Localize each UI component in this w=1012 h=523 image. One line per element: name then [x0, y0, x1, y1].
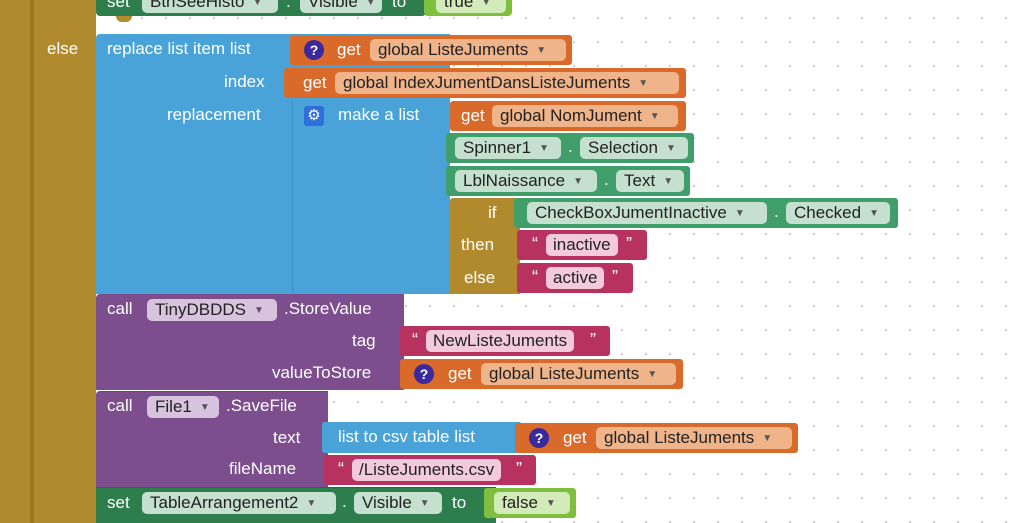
replace-list-item-label: replace list item list	[107, 39, 251, 58]
boolean-dropdown-true[interactable]: true▼	[436, 0, 506, 13]
property-dropdown-visible-bottom[interactable]: Visible▼	[354, 492, 442, 514]
call-label: call	[107, 396, 133, 415]
question-icon[interactable]: ?	[529, 428, 549, 448]
chevron-down-icon: ▼	[536, 45, 547, 57]
chevron-down-icon: ▼	[573, 176, 583, 188]
variable-dropdown-liste-juments[interactable]: global ListeJuments▼	[370, 39, 566, 61]
get-label: get	[448, 364, 472, 383]
call-label: call	[107, 299, 133, 318]
chevron-down-icon: ▼	[869, 208, 880, 220]
quote-open: “	[338, 459, 344, 479]
component-dropdown-table-arrangement[interactable]: TableArrangement2▼	[142, 492, 336, 514]
get-label: get	[563, 428, 587, 447]
file-name-label: fileName	[229, 459, 297, 478]
question-icon[interactable]: ?	[304, 40, 324, 60]
property-dropdown-visible-top[interactable]: Visible▼	[300, 0, 382, 13]
variable-dropdown-index[interactable]: global IndexJumentDansListeJuments▼	[335, 72, 679, 94]
to-label-top: to	[392, 0, 407, 11]
get-label: get	[461, 106, 485, 125]
chevron-down-icon: ▼	[539, 143, 549, 155]
make-a-list-block[interactable]	[292, 101, 450, 294]
string-new-liste-juments[interactable]: NewListeJuments	[426, 330, 575, 352]
string-file-name[interactable]: /ListeJuments.csv	[352, 459, 502, 481]
quote-open: “	[532, 267, 538, 287]
else-label: else	[47, 39, 79, 58]
inline-if-block[interactable]	[450, 198, 520, 294]
string-inactive[interactable]: inactive	[546, 234, 618, 256]
dot-separator: .	[568, 137, 573, 156]
to-label-bottom: to	[452, 493, 467, 512]
component-dropdown-lbl-naissance[interactable]: LblNaissance▼	[455, 170, 597, 192]
set-label-bottom: set	[107, 493, 130, 512]
chevron-down-icon: ▼	[665, 143, 676, 155]
chevron-down-icon: ▼	[481, 0, 492, 9]
component-dropdown-tinydbdds[interactable]: TinyDBDDS▼	[147, 299, 277, 321]
if-else-block[interactable]	[0, 0, 96, 523]
component-dropdown-spinner1[interactable]: Spinner1▼	[455, 137, 561, 159]
gear-icon[interactable]: ⚙	[304, 106, 324, 126]
chevron-down-icon: ▼	[365, 0, 376, 9]
quote-close: ”	[626, 234, 632, 254]
variable-dropdown-liste-juments-store[interactable]: global ListeJuments▼	[481, 363, 676, 385]
dot-separator: .	[604, 170, 609, 189]
component-dropdown-checkbox[interactable]: CheckBoxJumentInactive▼	[527, 202, 767, 224]
get-label: get	[303, 73, 327, 92]
quote-close: ”	[612, 267, 618, 287]
list-to-csv-table-block[interactable]	[322, 422, 522, 453]
chevron-down-icon: ▼	[734, 208, 745, 220]
chevron-down-icon: ▼	[638, 78, 649, 90]
variable-dropdown-nom-jument[interactable]: global NomJument▼	[492, 105, 678, 127]
component-dropdown-btnseehisto[interactable]: BtnSeeHisto▼	[142, 0, 278, 13]
quote-close: ”	[516, 459, 522, 479]
if-else-block-inner-edge	[30, 0, 34, 523]
chevron-down-icon: ▼	[306, 498, 317, 510]
string-active[interactable]: active	[546, 267, 605, 289]
save-file-method-label: .SaveFile	[226, 396, 297, 415]
component-dropdown-file1[interactable]: File1▼	[147, 396, 219, 418]
dot-separator: .	[286, 0, 291, 11]
chevron-down-icon: ▼	[762, 433, 773, 445]
text-label: text	[273, 428, 301, 447]
else-label: else	[464, 268, 496, 287]
get-label: get	[337, 40, 361, 59]
property-dropdown-text[interactable]: Text▼	[616, 170, 684, 192]
chevron-down-icon: ▼	[663, 176, 674, 188]
then-label: then	[461, 235, 495, 254]
question-icon[interactable]: ?	[414, 364, 434, 384]
chevron-down-icon: ▼	[647, 369, 658, 381]
chevron-down-icon: ▼	[252, 0, 263, 9]
property-dropdown-selection[interactable]: Selection▼	[580, 137, 688, 159]
value-to-store-label: valueToStore	[272, 363, 372, 382]
dot-separator: .	[342, 492, 347, 511]
set-label-top: set	[107, 0, 130, 11]
replacement-label: replacement	[167, 105, 261, 124]
quote-open: “	[532, 234, 538, 254]
list-to-csv-table-label: list to csv table list	[338, 427, 475, 446]
make-a-list-label: make a list	[338, 105, 420, 124]
chevron-down-icon: ▼	[419, 498, 430, 510]
variable-dropdown-liste-juments-csv[interactable]: global ListeJuments▼	[596, 427, 792, 449]
store-value-method-label: .StoreValue	[284, 299, 372, 318]
if-label: if	[488, 203, 497, 222]
quote-open: “	[412, 330, 418, 350]
boolean-dropdown-false[interactable]: false▼	[494, 492, 570, 514]
tag-label: tag	[352, 331, 376, 350]
chevron-down-icon: ▼	[199, 402, 210, 414]
block-notch	[116, 16, 132, 22]
index-label: index	[224, 72, 265, 91]
property-dropdown-checked[interactable]: Checked▼	[786, 202, 890, 224]
dot-separator: .	[774, 202, 779, 221]
chevron-down-icon: ▼	[649, 111, 660, 123]
chevron-down-icon: ▼	[254, 305, 264, 317]
quote-close: ”	[590, 330, 596, 350]
chevron-down-icon: ▼	[545, 498, 556, 510]
